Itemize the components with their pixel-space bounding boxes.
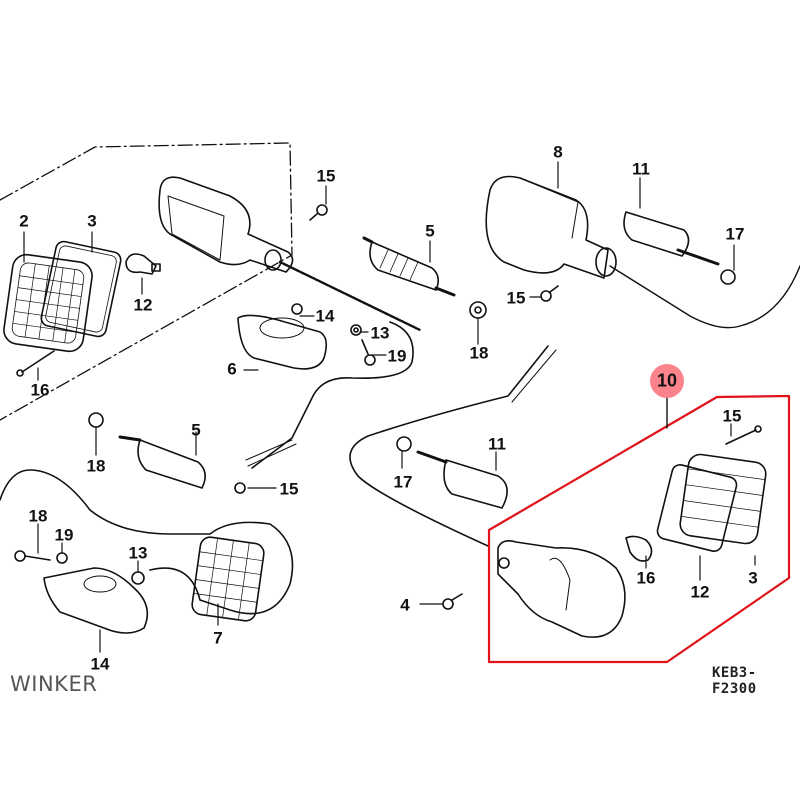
nut-icon [131,571,145,585]
callout-label[interactable]: 15 [506,288,526,308]
nut-icon [396,436,412,452]
nut-icon [88,412,104,428]
rear-winker-assembly-icon [497,540,626,638]
callout-label[interactable]: 15 [316,166,336,186]
callout-label[interactable]: 4 [400,595,410,615]
callout-label[interactable]: 14 [90,654,110,674]
callout-label[interactable]: 18 [28,506,48,526]
callout-label[interactable]: 3 [748,568,758,588]
callout-label[interactable]: 18 [469,343,489,363]
rear-lens-icon [679,453,767,545]
rear-stay-rubber-icon [416,450,508,509]
highlight-badge[interactable] [650,364,684,398]
bulb-icon [125,253,161,275]
bolt-icon [14,550,51,562]
bolt-icon [361,339,376,366]
gasket-icon [656,464,738,552]
bolt-icon [234,482,246,494]
callout-label[interactable]: 19 [387,346,407,366]
callout-label[interactable]: 5 [425,221,435,241]
nut-icon [291,303,303,315]
highlight-outline-assembly-10 [487,394,791,664]
callout-label[interactable]: 3 [87,211,97,231]
bolt-icon [309,204,328,221]
front-winker-housing-icon [158,176,422,332]
callout-label[interactable]: 18 [86,456,106,476]
bracket-icon [43,567,149,634]
assembly-boundary-dashed [0,142,293,421]
callout-label[interactable]: 17 [393,472,413,492]
callout-label[interactable]: 5 [191,420,201,440]
callout-label[interactable]: 2 [19,211,29,231]
callout-label[interactable]: 14 [315,306,335,326]
callout-label[interactable]: 15 [279,479,299,499]
nut-icon [720,269,736,285]
callout-label[interactable]: 15 [722,406,742,426]
washer-icon [56,552,68,564]
nut-icon [469,301,487,319]
callout-label[interactable]: 11 [632,159,650,179]
callout-label[interactable]: 12 [133,295,153,315]
wire-harness-icon [349,345,557,547]
reference-code: KEB3-F2300 [712,665,757,697]
washer-icon [350,324,362,336]
leader-lines [23,161,756,653]
callout-label[interactable]: 17 [725,224,745,244]
callout-label[interactable]: 11 [488,434,506,454]
diagram-title: WINKER [10,672,98,696]
front-winker-left-icon [0,469,294,622]
bolt-icon [442,593,463,610]
bracket-icon [237,314,328,370]
callout-label[interactable]: 7 [213,628,223,648]
callout-label[interactable]: 13 [370,323,390,343]
screw-icon [16,350,55,377]
stay-rubber-icon [362,236,456,297]
callout-label[interactable]: 16 [30,380,50,400]
callout-label[interactable]: 16 [636,568,656,588]
wire-harness-icon [245,321,414,469]
rear-stay-rubber-icon [623,211,720,266]
callout-label[interactable]: 6 [227,359,237,379]
bolt-icon [540,285,559,302]
callout-label[interactable]: 8 [553,142,563,162]
callout-label[interactable]: 19 [54,525,74,545]
rear-winker-housing-icon [485,175,800,329]
highlight-part-number[interactable]: 10 [656,370,678,391]
callout-label[interactable]: 13 [128,543,148,563]
callout-label[interactable]: 12 [690,582,710,602]
bulb-icon [625,535,653,562]
screw-icon [725,425,762,445]
gasket-icon [40,240,122,338]
stay-rubber-icon [118,435,206,489]
